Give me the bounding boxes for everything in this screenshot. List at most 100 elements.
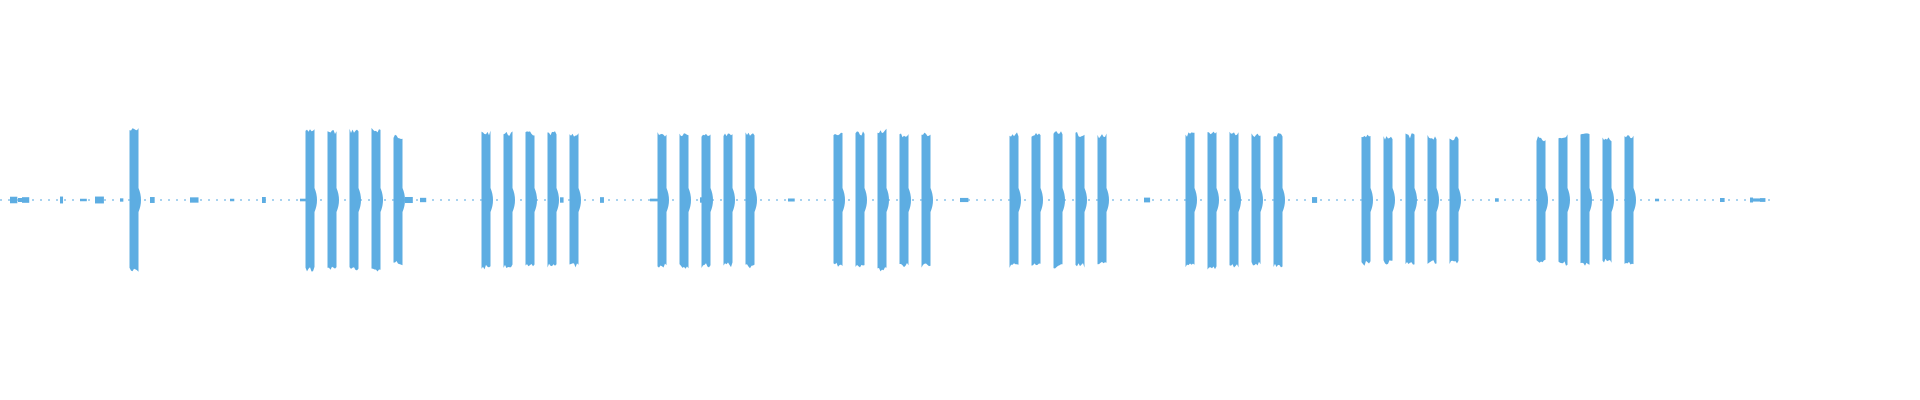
pulse: [1273, 133, 1283, 268]
pulse: [525, 131, 535, 267]
waveform-noise: [10, 196, 1766, 204]
pulse-tail: [1633, 188, 1636, 212]
noise-fleck: [300, 198, 309, 202]
pulse-tail: [1062, 188, 1065, 212]
noise-fleck: [960, 197, 969, 203]
noise-fleck: [150, 197, 155, 203]
pulse: [1251, 133, 1261, 266]
pulse-tail: [556, 188, 559, 212]
pulse-tail: [1545, 188, 1548, 212]
pulse-tail: [754, 188, 757, 212]
noise-fleck: [650, 198, 658, 202]
pulse: [129, 128, 139, 272]
noise-fleck: [788, 198, 795, 202]
pulse-tail: [842, 188, 845, 212]
noise-fleck: [560, 197, 564, 203]
pulse-tail: [1567, 188, 1570, 212]
pulse: [1361, 134, 1371, 266]
pulse-tail: [1458, 188, 1461, 212]
pulse: [1427, 135, 1437, 264]
pulse-tail: [1040, 188, 1043, 212]
pulse-tail: [1238, 188, 1241, 212]
pulse: [1075, 132, 1085, 268]
pulse: [371, 127, 381, 272]
noise-fleck: [420, 197, 427, 203]
pulse: [657, 132, 667, 268]
pulse-tail: [1414, 188, 1417, 212]
pulse-tail: [732, 188, 735, 212]
pulse: [723, 133, 733, 268]
pulse-tail: [710, 188, 713, 212]
pulse-tail: [666, 188, 669, 212]
pulse: [1097, 133, 1107, 265]
burst-group: [1361, 133, 1461, 266]
pulse-tail: [358, 188, 361, 212]
waveform-bursts: [129, 127, 1636, 272]
burst-group: [1009, 131, 1109, 269]
noise-fleck: [860, 198, 865, 202]
noise-fleck: [262, 197, 266, 203]
pulse: [1031, 133, 1041, 266]
pulse: [833, 132, 843, 267]
pulse: [1207, 131, 1217, 270]
pulse-tail: [1106, 188, 1109, 212]
burst-group: [1536, 133, 1636, 266]
pulse: [305, 129, 315, 272]
noise-fleck: [600, 197, 604, 203]
pulse: [393, 134, 403, 266]
pulse-tail: [512, 188, 515, 212]
pulse-tail: [1611, 188, 1614, 212]
noise-fleck: [1144, 197, 1151, 203]
pulse: [569, 133, 579, 268]
pulse: [1536, 136, 1546, 263]
noise-fleck: [1655, 198, 1660, 202]
pulse: [679, 133, 689, 269]
noise-fleck: [405, 196, 413, 204]
pulse: [1229, 131, 1239, 268]
pulse-tail: [908, 188, 911, 212]
noise-fleck: [1495, 198, 1499, 202]
pulse-tail: [1260, 188, 1263, 212]
pulse-tail: [688, 188, 691, 212]
noise-fleck: [1750, 197, 1754, 203]
noise-fleck: [700, 197, 704, 203]
noise-fleck: [95, 196, 104, 204]
burst-group: [657, 132, 757, 269]
pulse: [1009, 132, 1019, 268]
noise-fleck: [10, 196, 18, 204]
pulse: [877, 128, 887, 272]
pulse: [327, 130, 337, 270]
pulse-tail: [380, 188, 383, 212]
pulse-tail: [1216, 188, 1219, 212]
pulse-tail: [578, 188, 581, 212]
pulse: [745, 132, 755, 269]
pulse-tail: [1589, 188, 1592, 212]
pulse: [481, 130, 491, 270]
pulse-tail: [864, 188, 867, 212]
pulse: [547, 131, 557, 268]
pulse: [1053, 131, 1063, 269]
pulse: [899, 133, 909, 268]
pulse-tail: [1194, 188, 1197, 212]
pulse-tail: [138, 188, 141, 212]
pulse-tail: [1282, 188, 1285, 212]
pulse: [1624, 135, 1634, 265]
noise-fleck: [190, 197, 199, 203]
burst-group: [129, 128, 141, 272]
noise-fleck: [1760, 198, 1766, 202]
pulse-tail: [534, 188, 537, 212]
noise-fleck: [1752, 198, 1761, 202]
noise-fleck: [60, 196, 64, 204]
burst-group: [481, 130, 581, 270]
pulse: [1405, 133, 1415, 265]
pulse: [1558, 134, 1568, 266]
noise-fleck: [230, 198, 235, 202]
noise-fleck: [22, 197, 30, 203]
burst-group: [1185, 131, 1285, 270]
pulse: [349, 128, 359, 271]
pulse: [1185, 132, 1195, 268]
burst-group: [305, 127, 405, 272]
pulse-tail: [1084, 188, 1087, 212]
